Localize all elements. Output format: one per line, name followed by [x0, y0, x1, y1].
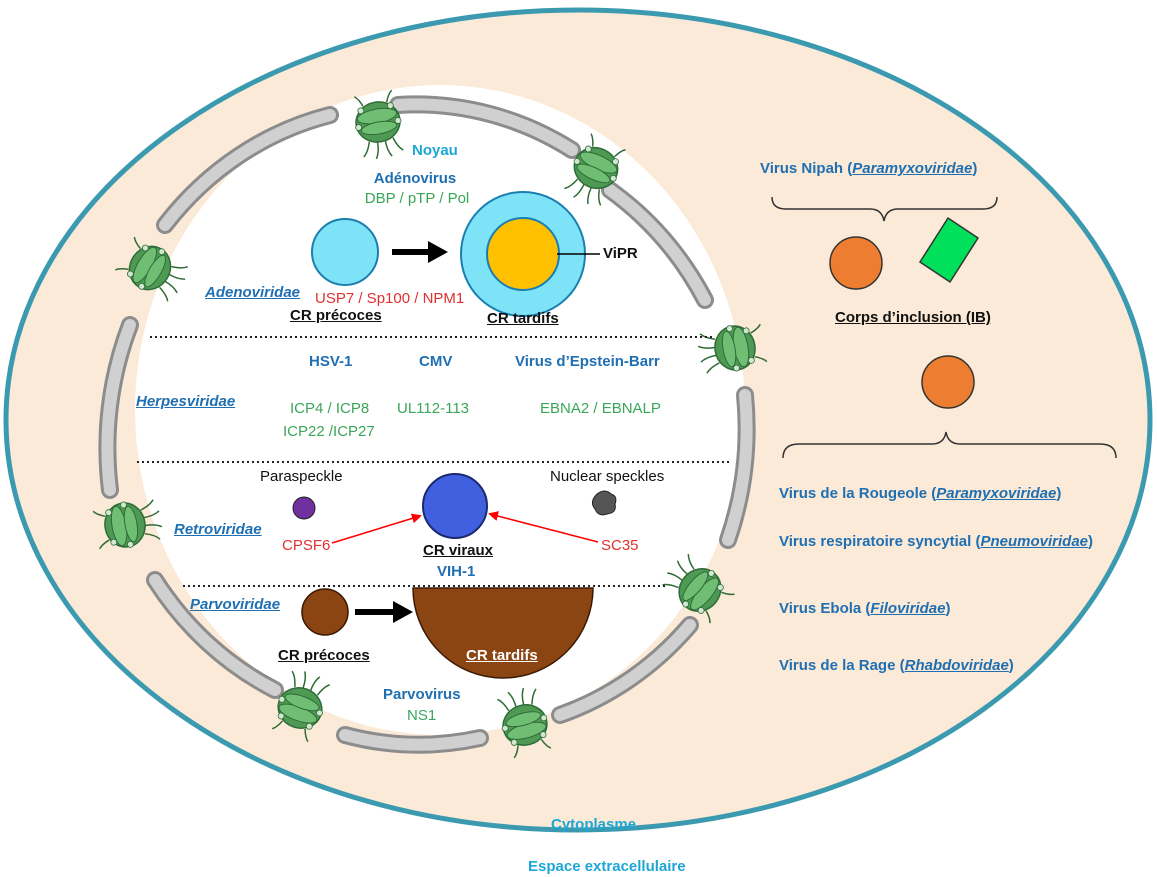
adenoviridae-family-link[interactable]: Adenoviridae	[205, 284, 301, 301]
cpsf6-arrow	[331, 513, 422, 544]
adeno-progression-arrow	[392, 241, 448, 263]
nucleus-interior	[135, 85, 745, 735]
nuclear-envelope	[98, 95, 756, 754]
adenovirus-proteins: DBP / pTP / Pol	[364, 190, 470, 207]
rsv-label: Virus respiratoire syncytial (Pneumoviri…	[779, 533, 1094, 550]
nuclear-speckles-label: Nuclear speckles	[550, 468, 665, 485]
parvo-late-cr	[412, 587, 594, 679]
adeno-late-cr-label: CR tardifs	[487, 310, 559, 327]
adenovirus-label: Adénovirus	[373, 170, 457, 187]
sc35-label: SC35	[601, 537, 639, 554]
adeno-vipr	[486, 217, 560, 291]
nuclear-speckle-body	[591, 490, 617, 516]
section-dividers	[137, 336, 730, 587]
parvo-early-cr	[301, 588, 349, 636]
cmv-proteins: UL112-113	[397, 400, 469, 417]
nipah-ib-orange	[829, 236, 883, 290]
parvo-early-cr-label: CR précoces	[278, 647, 370, 664]
cytoplasm-label: Cytoplasme	[551, 816, 637, 833]
hsv1-proteins-2: ICP22 /ICP27	[283, 423, 375, 440]
adeno-early-cr-label: CR précoces	[290, 307, 382, 324]
adeno-early-cr	[311, 218, 379, 286]
hiv-cr	[422, 473, 488, 539]
nipah-label: Virus Nipah (Paramyxoviridae)	[760, 160, 978, 177]
hiv-label: VIH-1	[437, 563, 476, 580]
parvoviridae-family-link[interactable]: Parvoviridae	[190, 596, 281, 613]
sc35-arrow	[488, 511, 599, 543]
ebv-proteins: EBNA2 / EBNALP	[540, 400, 661, 417]
hsv1-label: HSV-1	[309, 353, 353, 370]
parvovirus-label: Parvovirus	[383, 686, 461, 703]
retroviridae-family-link[interactable]: Retroviridae	[174, 521, 262, 538]
nucleus-label: Noyau	[412, 142, 458, 159]
hsv1-proteins-1: ICP4 / ICP8	[290, 400, 370, 417]
nipah-ib-green	[918, 216, 980, 284]
cmv-label: CMV	[419, 353, 453, 370]
paraspeckle-label: Paraspeckle	[260, 468, 343, 485]
extracellular-label: Espace extracellulaire	[528, 858, 686, 875]
herpesviridae-family-link[interactable]: Herpesviridae	[136, 393, 236, 410]
measles-label: Virus de la Rougeole (Paramyxoviridae)	[779, 485, 1062, 502]
nipah-brace	[771, 196, 998, 222]
parvo-late-cr-label: CR tardifs	[466, 647, 538, 664]
nipah-family-link[interactable]: Paramyxoviridae	[852, 160, 973, 177]
rabies-label: Virus de la Rage (Rhabdoviridae)	[779, 657, 1014, 674]
ebv-label: Virus d’Epstein-Barr	[515, 353, 660, 370]
rsv-family-link[interactable]: Pneumoviridae	[980, 533, 1089, 550]
cpsf6-label: CPSF6	[282, 537, 331, 554]
adenovirus-host-factors: USP7 / Sp100 / NPM1	[315, 290, 465, 307]
rabies-family-link[interactable]: Rhabdoviridae	[904, 657, 1009, 674]
measles-family-link[interactable]: Paramyxoviridae	[936, 485, 1057, 502]
vipr-label: ViPR	[603, 245, 638, 262]
inclusion-body-label: Corps d’inclusion (IB)	[835, 309, 991, 326]
ebola-label: Virus Ebola (Filoviridae)	[779, 600, 951, 617]
other-ib-orange	[921, 355, 975, 409]
paraspeckle-body	[292, 496, 316, 520]
hiv-cr-label: CR viraux	[423, 542, 494, 559]
other-viruses-brace	[782, 431, 1117, 459]
parvo-progression-arrow	[355, 601, 413, 623]
ns1-label: NS1	[407, 707, 437, 724]
ebola-family-link[interactable]: Filoviridae	[870, 600, 946, 617]
